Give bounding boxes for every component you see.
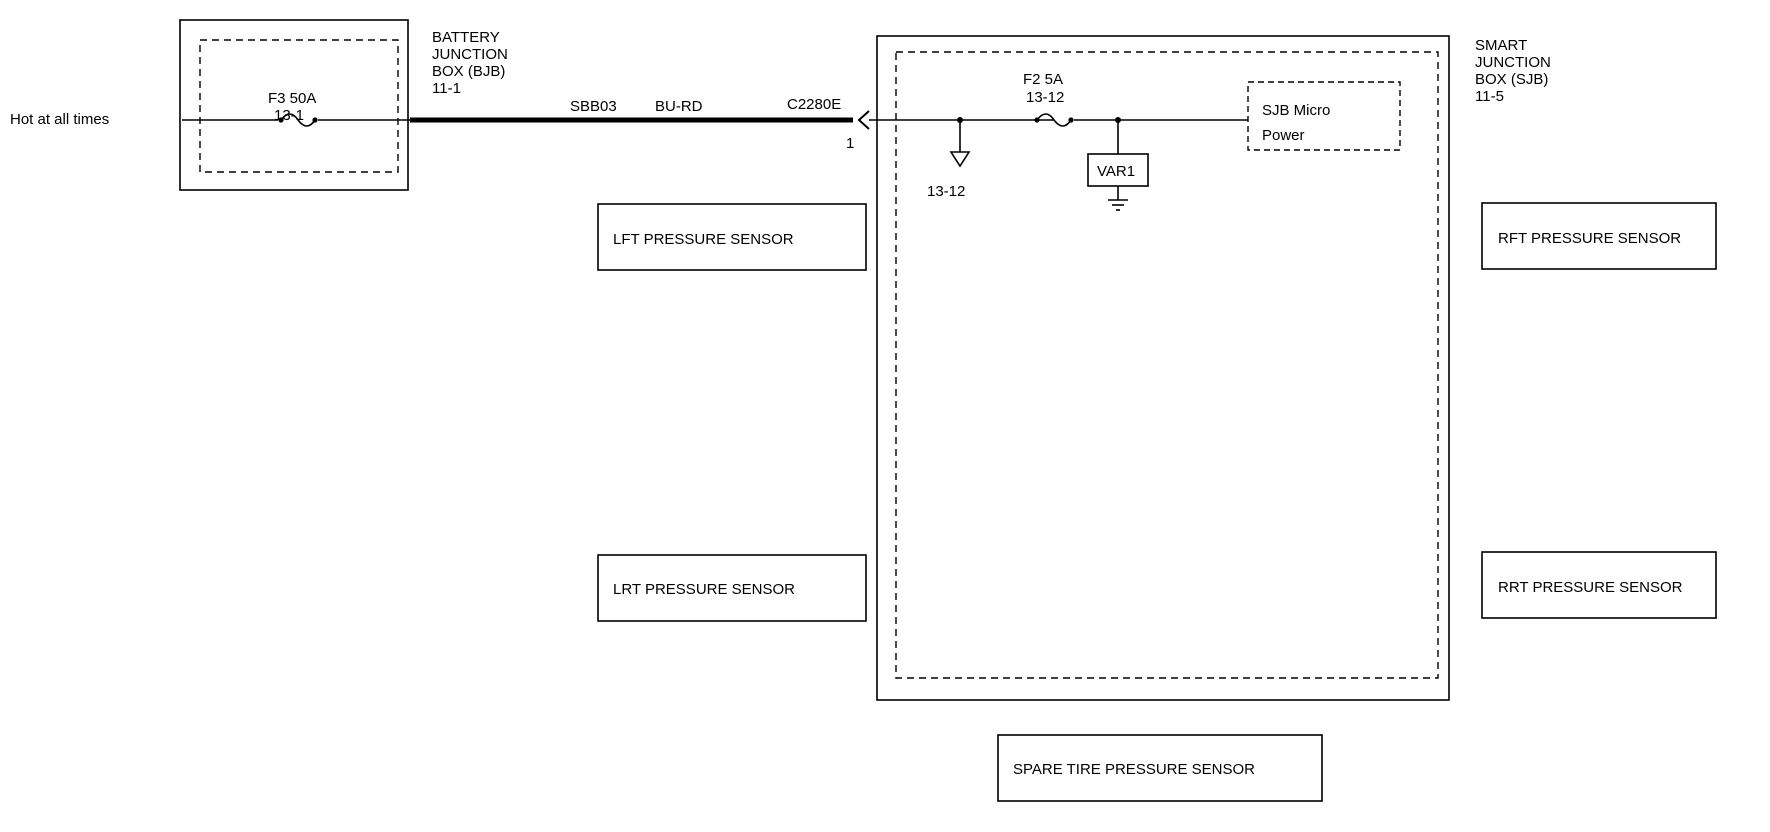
- lrt-pressure-sensor: LRT PRESSURE SENSOR: [597, 554, 867, 622]
- hot-at-all-times-label: Hot at all times: [10, 111, 109, 128]
- bjb-inner-dashed-box: [199, 39, 399, 173]
- wire-color-label: BU-RD: [655, 98, 703, 115]
- sjb-micro-power-box: [1247, 81, 1401, 151]
- lft-pressure-sensor-label: LFT PRESSURE SENSOR: [613, 231, 794, 248]
- smart-junction-box: SMART JUNCTION BOX (SJB) 11-5: [876, 35, 1551, 701]
- bjb-title-line-2: JUNCTION: [432, 46, 508, 63]
- bjb-title-line-3: BOX (BJB): [432, 63, 505, 80]
- rrt-pressure-sensor: RRT PRESSURE SENSOR: [1481, 551, 1717, 619]
- rrt-pressure-sensor-label: RRT PRESSURE SENSOR: [1498, 579, 1683, 596]
- connector-symbol: [857, 110, 870, 130]
- f2-fuse-ref: 13-12: [1026, 89, 1064, 106]
- f2-fuse-symbol: [1036, 113, 1072, 127]
- sjb-outer-box: [876, 35, 1450, 701]
- splice-arrow-symbol: [949, 151, 971, 168]
- spare-tire-pressure-sensor: SPARE TIRE PRESSURE SENSOR: [997, 734, 1323, 802]
- connector-pin-label: 1: [846, 135, 854, 152]
- bjb-title-line-1: BATTERY: [432, 29, 500, 46]
- sjb-inner-dashed-box: [895, 51, 1439, 679]
- f2-fuse-label: F2 5A: [1023, 71, 1063, 88]
- battery-junction-box: F3 50A 13-1 BATTERY JUNCTION BOX (BJB) 1…: [179, 19, 508, 191]
- lrt-pressure-sensor-label: LRT PRESSURE SENSOR: [613, 581, 795, 598]
- bjb-internal-wire: [182, 113, 410, 127]
- bjb-title-line-4: 11-1: [432, 80, 461, 97]
- connector-label: C2280E: [787, 96, 841, 113]
- bjb-fuse-label: F3 50A: [268, 90, 316, 107]
- spare-tire-pressure-sensor-label: SPARE TIRE PRESSURE SENSOR: [1013, 761, 1255, 778]
- f3-fuse-symbol: [280, 113, 316, 127]
- sjb-title-line-1: SMART: [1475, 37, 1527, 54]
- ground-symbol: [1108, 199, 1128, 211]
- var1-label: VAR1: [1097, 163, 1135, 180]
- splice-ref-label: 13-12: [927, 183, 965, 200]
- harness-wire-sbb03: SBB03 BU-RD C2280E 1: [410, 96, 870, 152]
- rft-pressure-sensor: RFT PRESSURE SENSOR: [1481, 202, 1717, 270]
- sjb-title-line-3: BOX (SJB): [1475, 71, 1548, 88]
- sjb-micro-label-line-1: SJB Micro: [1262, 102, 1330, 119]
- wire-circuit-label: SBB03: [570, 98, 617, 115]
- sjb-micro-label-line-2: Power: [1262, 127, 1305, 144]
- sjb-title-line-2: JUNCTION: [1475, 54, 1551, 71]
- lft-pressure-sensor: LFT PRESSURE SENSOR: [597, 203, 867, 271]
- sjb-internal-circuit: 13-12 F2 5A 13-12 VAR1 SJB Micro Power: [869, 71, 1401, 211]
- sjb-title-line-4: 11-5: [1475, 88, 1504, 105]
- rft-pressure-sensor-label: RFT PRESSURE SENSOR: [1498, 230, 1681, 247]
- bjb-outer-box: [179, 19, 409, 191]
